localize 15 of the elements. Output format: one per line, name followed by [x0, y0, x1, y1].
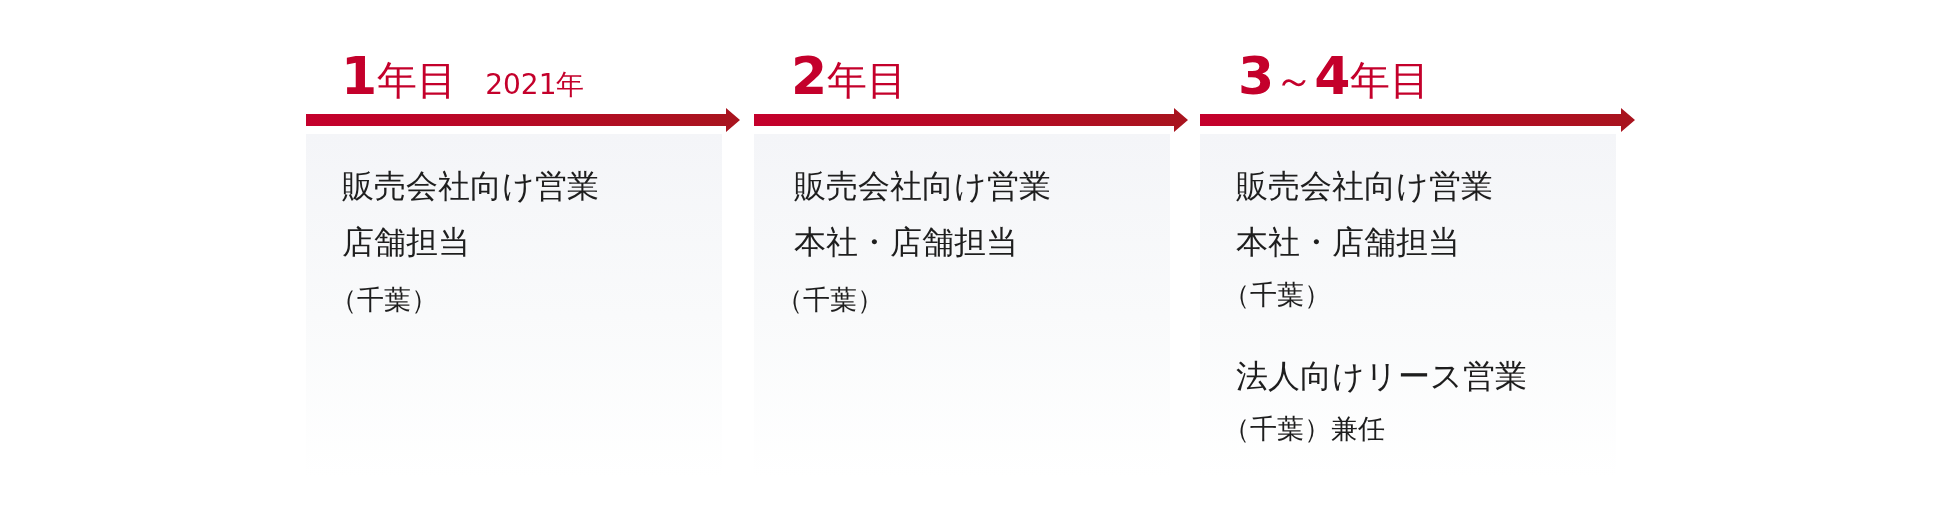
year-heading: 3～4年目 — [1238, 50, 1431, 102]
location-text: （千葉）兼任 — [1223, 415, 1385, 442]
location-text: （千葉） — [776, 286, 884, 313]
year-heading: 2年目 — [791, 50, 908, 102]
role-text: 法人向けリース営業 — [1236, 360, 1527, 392]
role-text: 販売会社向け営業 — [1236, 170, 1493, 202]
location-text: （千葉） — [1223, 281, 1331, 308]
role-text: 店舗担当 — [342, 226, 470, 258]
role-text: 本社・店舗担当 — [1236, 226, 1460, 258]
year-heading: 1年目 — [341, 50, 458, 102]
role-text: 販売会社向け営業 — [342, 170, 599, 202]
location-text: （千葉） — [330, 286, 438, 313]
role-text: 販売会社向け営業 — [794, 170, 1051, 202]
role-text: 本社・店舗担当 — [794, 226, 1018, 258]
year-label: 2021年 — [485, 71, 585, 99]
